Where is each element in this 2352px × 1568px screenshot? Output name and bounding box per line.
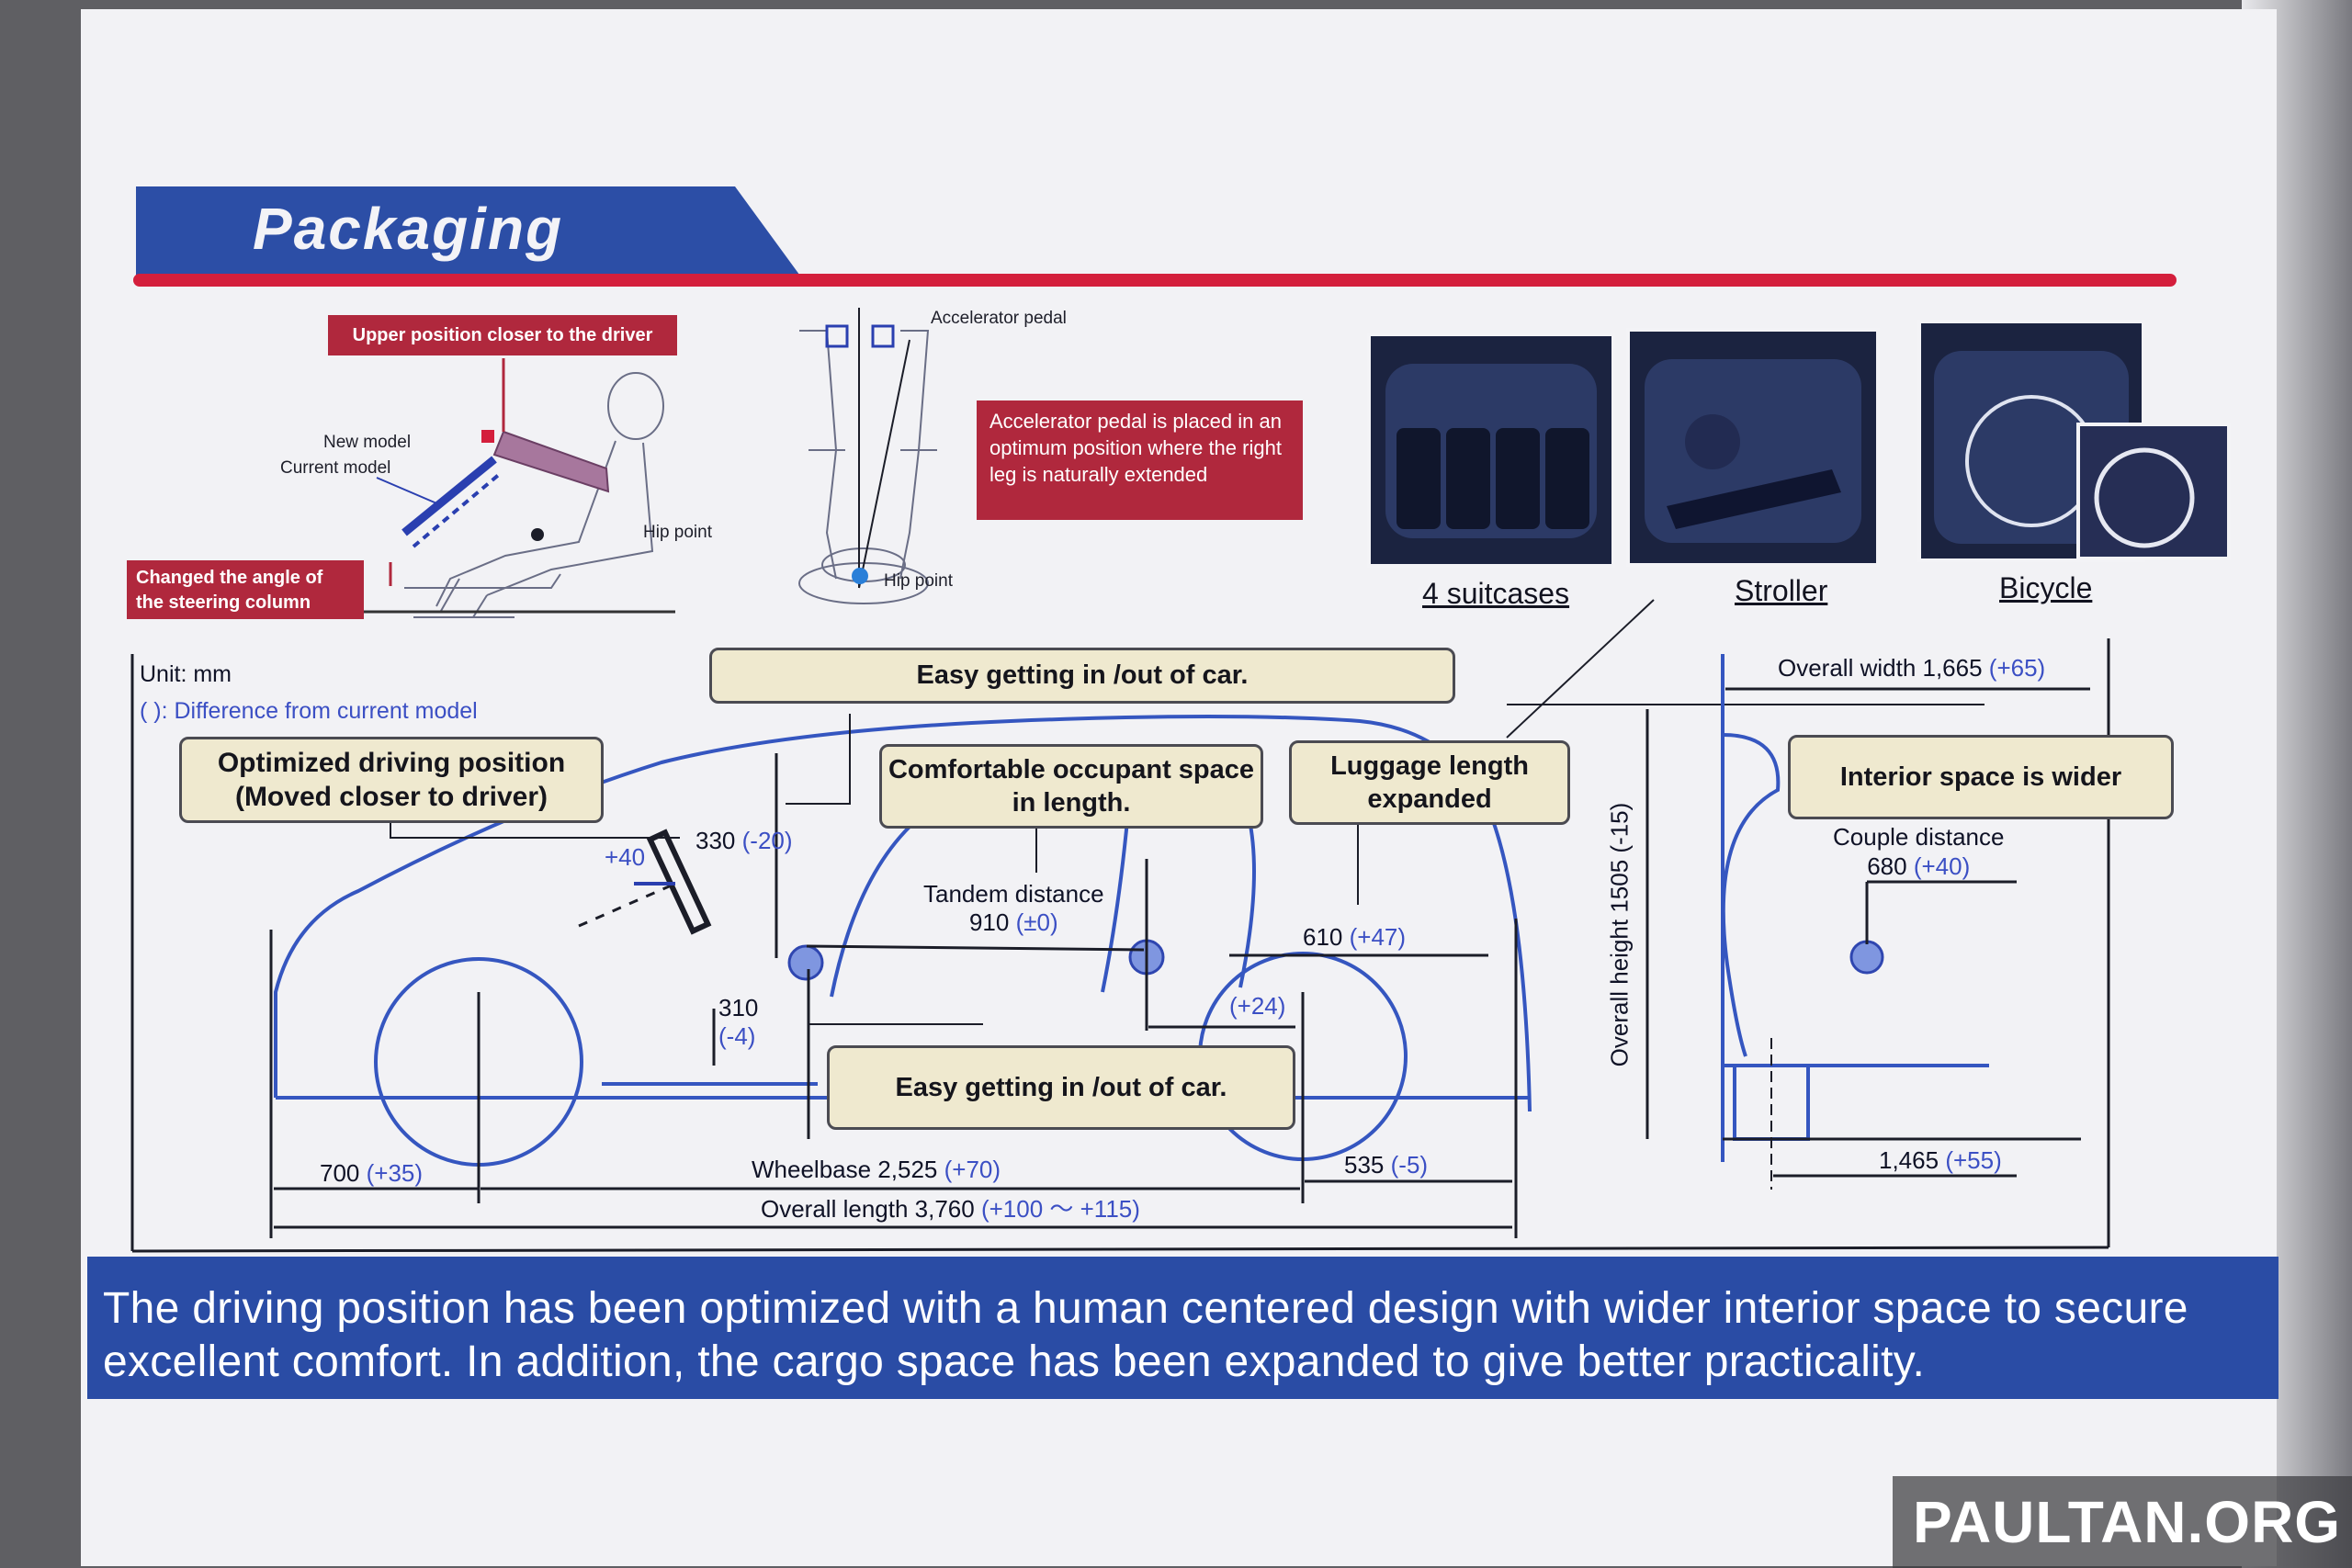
new-model-label: New model (323, 433, 412, 452)
easy-getting-bottom-label: Easy getting in /out of car. (827, 1045, 1295, 1130)
pedal-diagram (798, 308, 937, 604)
overall-height-1505: Overall height 1505 (-15) (1605, 802, 1634, 1067)
difference-note: ( ): Difference from current model (140, 698, 478, 724)
watermark: PAULTAN.ORG (1913, 1489, 2342, 1555)
rear-plus-24: (+24) (1229, 992, 1286, 1020)
front-overhang-700: 700 (+35) (320, 1159, 424, 1187)
driver-seat-diagram (285, 358, 675, 618)
interior-wider-label: Interior space is wider (1788, 735, 2174, 819)
rear-overhang-535: 535 (-5) (1344, 1151, 1429, 1179)
caption-bicycle: Bicycle (1999, 571, 2093, 604)
summary-text: The driving position has been optimized … (103, 1284, 2188, 1386)
optimized-driving-label: Optimized driving position (Moved closer… (179, 737, 604, 823)
accelerator-pedal-label: Accelerator pedal (931, 309, 1067, 328)
wheelbase-2525: Wheelbase 2,525 (+70) (752, 1156, 1001, 1183)
step-310: 310(-4) (718, 994, 759, 1050)
page-title: Packaging (253, 196, 564, 262)
steering-angle-callout: Changed the angle of the steering column (127, 560, 364, 619)
caption-suitcases: 4 suitcases (1422, 577, 1570, 610)
easy-getting-top-label: Easy getting in /out of car. (709, 648, 1455, 704)
caption-stroller: Stroller (1735, 574, 1828, 607)
steering-330: 330 (-20) (695, 827, 793, 854)
steering-plus-40: +40 (605, 843, 646, 871)
stroller-photo (1626, 328, 1880, 567)
watermark-box (1893, 1476, 2352, 1568)
upper-position-callout: Upper position closer to the driver (328, 315, 677, 355)
luggage-610: 610 (+47) (1303, 923, 1407, 951)
title-underline (133, 274, 2177, 287)
tread-1465: 1,465 (+55) (1879, 1146, 2002, 1174)
current-model-label: Current model (280, 458, 391, 478)
overall-width-1665: Overall width 1,665 (+65) (1778, 654, 2046, 682)
bicycle-inset-photo (2076, 423, 2231, 560)
luggage-length-label: Luggage length expanded (1289, 740, 1570, 825)
unit-label: Unit: mm (140, 661, 232, 687)
suitcases-photo (1367, 333, 1615, 568)
hip-point-label: Hip point (643, 523, 712, 542)
title-banner (136, 186, 802, 278)
overall-length-3760: Overall length 3,760 (+100 ～ +115) (761, 1195, 1140, 1223)
comfortable-space-label: Comfortable occupant space in length. (879, 744, 1263, 829)
pedal-callout: Accelerator pedal is placed in an optimu… (977, 400, 1303, 520)
pedal-hip-point-label: Hip point (884, 571, 953, 591)
summary-band (87, 1257, 2278, 1399)
